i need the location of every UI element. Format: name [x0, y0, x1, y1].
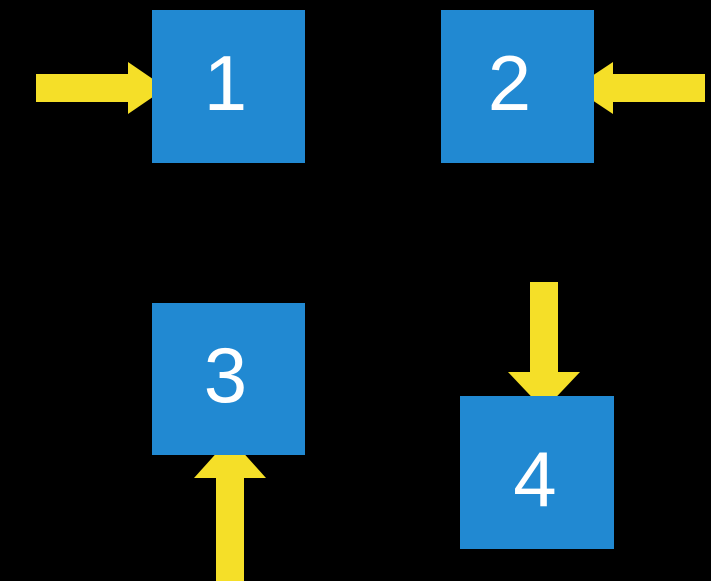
node-label: 1	[203, 38, 248, 127]
diagram-node-1[interactable]: 1	[152, 10, 305, 163]
node-label: 3	[203, 331, 248, 419]
diagram-node-3[interactable]: 3	[152, 303, 305, 455]
diagram-node-4[interactable]: 4	[460, 396, 614, 549]
diagram-node-2[interactable]: 2	[441, 10, 594, 163]
arrow-right-icon	[36, 62, 166, 114]
node-label: 4	[513, 434, 557, 523]
arrow-up-icon	[194, 438, 266, 581]
arrow-left-icon	[574, 62, 705, 114]
arrow-down-icon	[508, 282, 580, 410]
node-label: 2	[487, 38, 532, 127]
